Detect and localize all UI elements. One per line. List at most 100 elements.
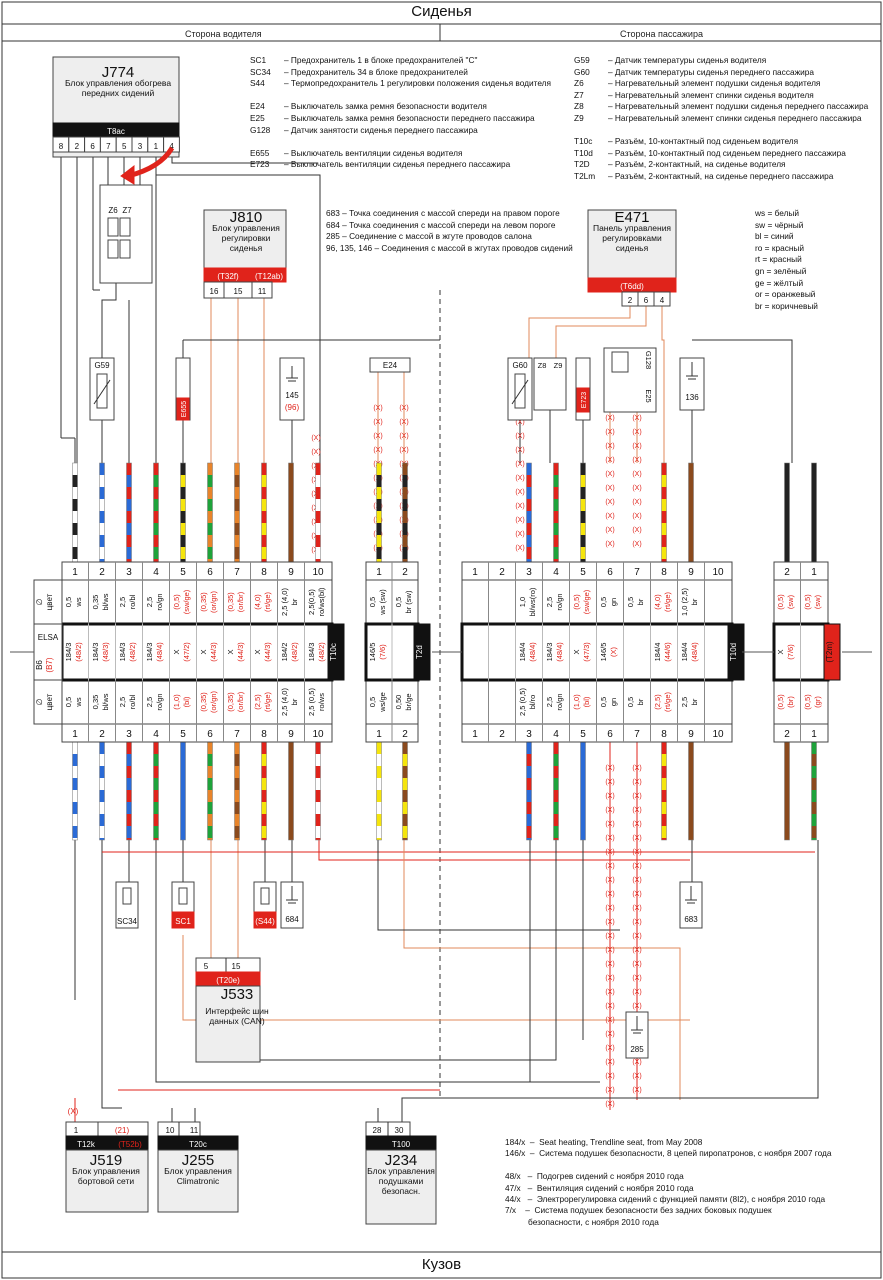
t10c-upper-wire — [288, 523, 294, 535]
wire-size: (0,5) — [803, 694, 812, 710]
t2m-upper-wire — [784, 559, 790, 562]
e471-pin — [653, 291, 671, 307]
ground-683-label: 683 — [684, 915, 698, 924]
t10c-upper-wire — [126, 535, 132, 547]
t10c-lower-wire — [261, 790, 267, 802]
option-code-red: (48/2) — [317, 642, 326, 662]
wire-size: 0,5 — [599, 697, 608, 707]
t10c-lower-wire — [261, 778, 267, 790]
wire-size: 2,5 — [118, 597, 127, 607]
legend-right-row: T2Lm– Разъём, 2-контактный, на сиденье п… — [574, 171, 868, 183]
j533-label: J533 Интерфейс шин данных (CAN) — [196, 987, 278, 1026]
x-mark: (X) — [605, 989, 614, 996]
j519-x-mark: (X) — [68, 1107, 79, 1116]
option-code-red: (48/4) — [690, 642, 699, 662]
t10c-lower-wire — [153, 826, 159, 838]
t2d-upper-wire — [402, 523, 408, 535]
wire-color: (rt/ge) — [263, 592, 272, 613]
page-title: Сиденья — [411, 3, 472, 20]
pin-number: 4 — [553, 567, 559, 578]
wire — [377, 840, 620, 931]
option-code: 146/5 — [599, 643, 608, 662]
t2d-upper-wire — [376, 547, 382, 559]
x-mark: (X) — [605, 793, 614, 800]
j810-desc: Блок управления регулировки сиденья — [212, 223, 280, 253]
x-mark: (X) — [632, 1087, 641, 1094]
wire-color: (rt/ge) — [663, 692, 672, 713]
t10c-upper-wire — [261, 511, 267, 523]
pin-number: 10 — [712, 729, 724, 740]
e471-label: E471 Панель управления регулировками сид… — [591, 209, 673, 253]
t2d-lower-wire — [376, 754, 382, 766]
legend-left-text: – Датчик занятости сиденья переднего пас… — [284, 124, 478, 135]
t10c-lower-wire — [72, 802, 78, 814]
t10d-lower-wire — [688, 742, 694, 754]
t10c-upper-wire — [126, 499, 132, 511]
j519-conn: T12k — [77, 1140, 96, 1149]
x-mark: (X) — [515, 433, 524, 440]
t10c-upper-wire — [99, 547, 105, 559]
t10c-lower-wire — [207, 754, 213, 766]
t10c-upper-wire — [72, 487, 78, 499]
t2m-lower-wire — [784, 814, 790, 826]
annotation-arrow-head — [120, 164, 135, 185]
t10d-upper-wire — [580, 463, 586, 475]
ground-145-label: 145 — [285, 391, 299, 400]
legend-right-text: – Разъём, 2-контактный, на сиденье водит… — [608, 159, 786, 170]
j519-pin-number: 1 — [74, 1126, 79, 1135]
pin-number: 9 — [688, 567, 694, 578]
t2m-upper-wire — [784, 535, 790, 547]
t10c-lower-wire — [207, 766, 213, 778]
t10c-upper-wire — [126, 523, 132, 535]
t10c-upper-wire — [72, 475, 78, 487]
wire-size: (0,35) — [199, 692, 208, 712]
wire — [661, 306, 665, 463]
j774-pin-number: 5 — [122, 142, 127, 151]
j519-pin-number: (21) — [115, 1126, 130, 1135]
legend-right-code: T10d — [574, 147, 593, 158]
t2m-upper-wire — [811, 499, 817, 511]
t10c-lower-wire — [207, 802, 213, 814]
wire — [401, 840, 819, 1122]
z8-z9-box — [533, 357, 567, 411]
option-code-red: (48/2) — [290, 642, 299, 662]
t10d-upper-wire — [526, 559, 532, 562]
sc34-box — [115, 881, 139, 929]
x-mark: (X) — [515, 531, 524, 538]
t10c-upper-wire — [234, 463, 240, 475]
x-mark: (X) — [605, 765, 614, 772]
option-code: 184/4 — [518, 643, 527, 662]
wire-color: ro/ws(bl) — [317, 587, 326, 616]
t10c-upper-wire — [72, 547, 78, 559]
wire-size: 2,5 (0,5) — [518, 688, 527, 716]
x-mark: (X) — [632, 989, 641, 996]
legend-left-text: – Выключатель замка ремня безопасности п… — [284, 112, 535, 123]
t2d-upper-wire — [376, 463, 382, 475]
t10c-lower-wire — [234, 742, 240, 754]
t10c-lower-wire — [126, 802, 132, 814]
t10c-lower-wire — [315, 766, 321, 778]
color-row: ro = красный — [755, 242, 805, 253]
t10d-upper-wire — [526, 547, 532, 559]
wire — [692, 339, 793, 463]
wire-color: bl/ws — [101, 593, 110, 610]
pin-number: 2 — [499, 567, 505, 578]
legend-right-code: T2D — [574, 159, 590, 170]
legend-right-code: Z8 — [574, 101, 584, 112]
t2d-lower-wire — [376, 826, 382, 838]
e471-code: E471 — [614, 209, 650, 226]
t10c-upper-wire — [153, 475, 159, 487]
t10c-upper-wire — [261, 535, 267, 547]
wire-size: 2,5 — [545, 697, 554, 707]
connector-tab — [327, 623, 345, 681]
x-mark: (X) — [373, 433, 382, 440]
ground-row: 683 – Точка соединения с массой спереди … — [326, 208, 560, 218]
pin-number: 6 — [607, 729, 613, 740]
z6-element — [107, 217, 119, 237]
legend-left-row: SC1– Предохранитель 1 в блоке предохрани… — [250, 55, 551, 67]
legend-right-text: – Датчик температуры сиденья переднего п… — [608, 66, 814, 77]
t10c-lower-wire — [315, 790, 321, 802]
legend-left-code: SC1 — [250, 55, 267, 65]
t2d-upper-wire — [376, 487, 382, 499]
